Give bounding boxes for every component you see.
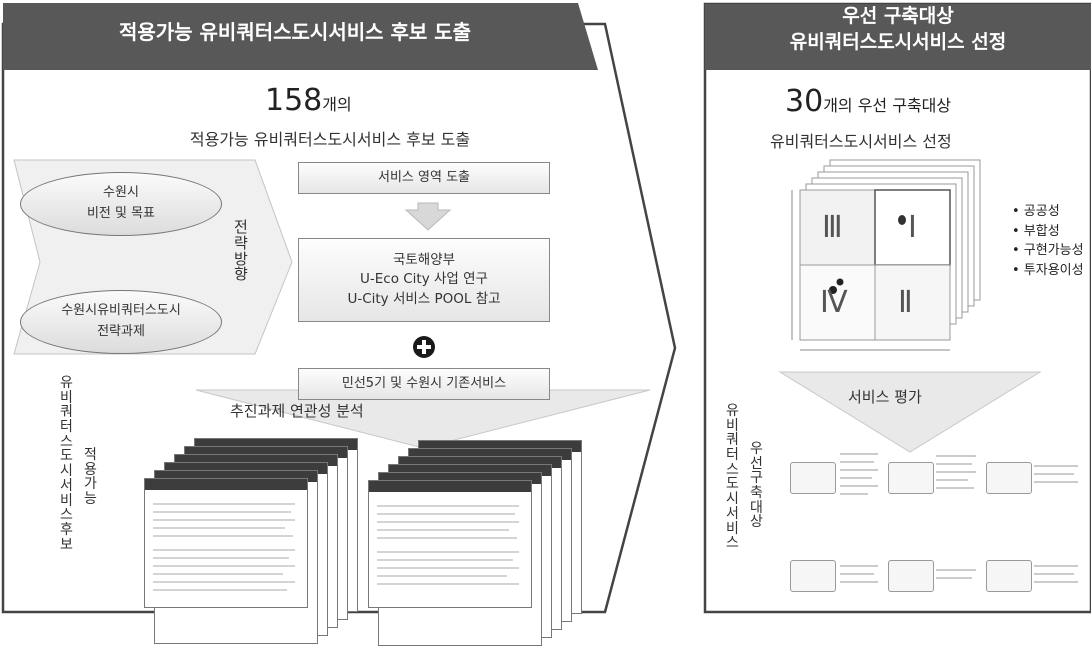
vision-ellipse: 수원시 비전 및 목표 — [20, 172, 222, 236]
strategy-task-ellipse-line1: 수원시유비쿼터스도시 — [61, 303, 181, 319]
left-banner-bg — [3, 3, 598, 70]
vision-ellipse-line1: 수원시 — [103, 185, 139, 201]
right-panel-frame — [703, 2, 1091, 614]
strategy-task-ellipse: 수원시유비쿼터스도시 전략과제 — [20, 290, 222, 354]
quadrant-1-label: Ⅰ — [908, 210, 917, 245]
service-area-box: 서비스 영역 도출 — [298, 162, 550, 194]
right-banner-line2: 유비쿼터스도시서비스 선정 — [789, 30, 1007, 53]
right-banner-title: 우선 구축대상 유비쿼터스도시서비스 선정 — [705, 4, 1091, 55]
right-vertical-label-2: 우 선 구 축 대 상 — [750, 441, 763, 531]
document-thumbnail — [368, 480, 532, 608]
quadrant-2-label: Ⅱ — [898, 285, 913, 320]
existing-services-box: 민선5기 및 수원시 기존서비스 — [298, 368, 550, 400]
service-category-box — [790, 462, 836, 494]
vision-ellipse-line2: 비전 및 목표 — [86, 206, 156, 221]
left-banner-title: 적용가능 유비쿼터스도시서비스 후보 도출 — [118, 20, 472, 44]
correlation-analysis-label: 추진과제 연관성 분석 — [230, 402, 364, 420]
left-count-heading: 158개의 — [265, 83, 352, 118]
service-item-lines — [840, 453, 1078, 583]
evaluation-criteria-list: • 공공성 • 부합성 • 구현가능성 • 투자용이성 — [1012, 204, 1084, 278]
left-subtitle: 적용가능 유비쿼터스도시서비스 후보 도출 — [189, 130, 471, 149]
left-vertical-label-2: 적 용 가 능 — [84, 447, 97, 508]
service-category-box — [986, 560, 1032, 592]
right-count-number: 30 — [785, 84, 824, 119]
left-count-number: 158 — [265, 83, 323, 118]
left-count-suffix: 개의 — [322, 95, 352, 114]
service-category-box — [790, 560, 836, 592]
right-count-heading: 30개의 우선 구축대상 — [785, 84, 951, 119]
right-banner-line1: 우선 구축대상 — [842, 5, 954, 27]
service-category-box — [888, 560, 934, 592]
service-category-box — [986, 462, 1032, 494]
strategy-direction-label: 전 략 방 향 — [234, 218, 248, 284]
quadrant-3-label: Ⅲ — [822, 210, 843, 245]
service-category-box — [888, 462, 934, 494]
ministry-reference-box: 국토해양부 U-Eco City 사업 연구 U-City 서비스 POOL 참… — [298, 238, 550, 322]
decision-matrix — [791, 159, 981, 351]
document-thumbnail — [144, 478, 308, 608]
right-banner-bg — [705, 4, 1091, 70]
left-vertical-label: 유 비 쿼 터 스 도 시 서 비 스 후 보 — [60, 375, 73, 553]
quadrant-4-label: Ⅳ — [820, 285, 848, 320]
service-evaluation-label: 서비스 평가 — [848, 388, 922, 406]
strategy-task-ellipse-line2: 전략과제 — [97, 324, 145, 339]
right-vertical-label: 유 비 쿼 터 스 도 시 서 비 스 — [726, 403, 739, 552]
right-subtitle: 유비쿼터스도시서비스 선정 — [770, 132, 952, 151]
right-count-suffix: 개의 우선 구축대상 — [823, 96, 952, 115]
